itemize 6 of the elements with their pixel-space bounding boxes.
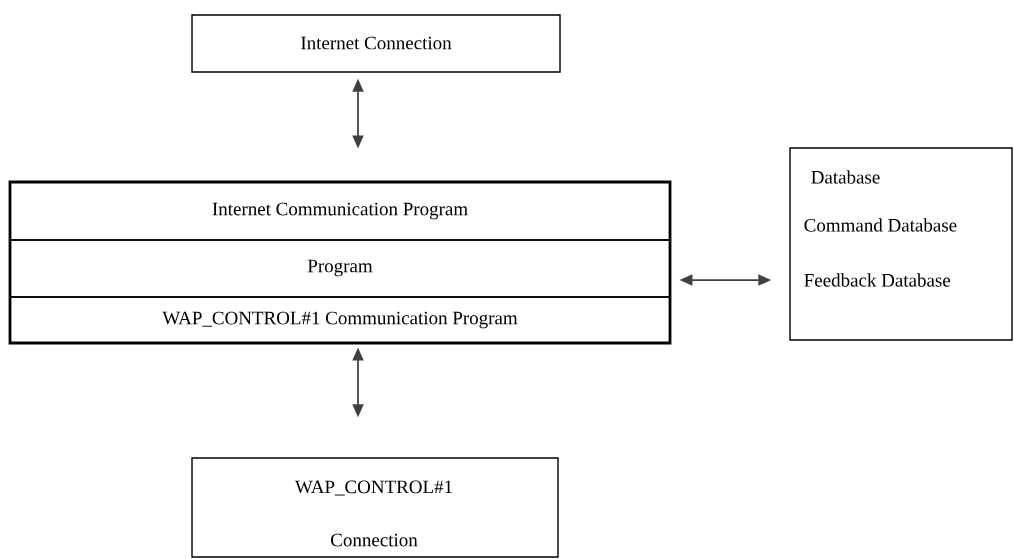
table-row: Program	[9, 239, 671, 298]
process-box: WAP_CONTROL#1 Connection	[191, 457, 559, 558]
table-row: WAP_CONTROL#1 Communication Program	[9, 296, 671, 344]
process-box: Database Command Database Feedback Database	[789, 147, 1013, 341]
table-row: Internet Communication Program	[9, 181, 671, 241]
process-box: Internet Connection	[191, 14, 561, 73]
